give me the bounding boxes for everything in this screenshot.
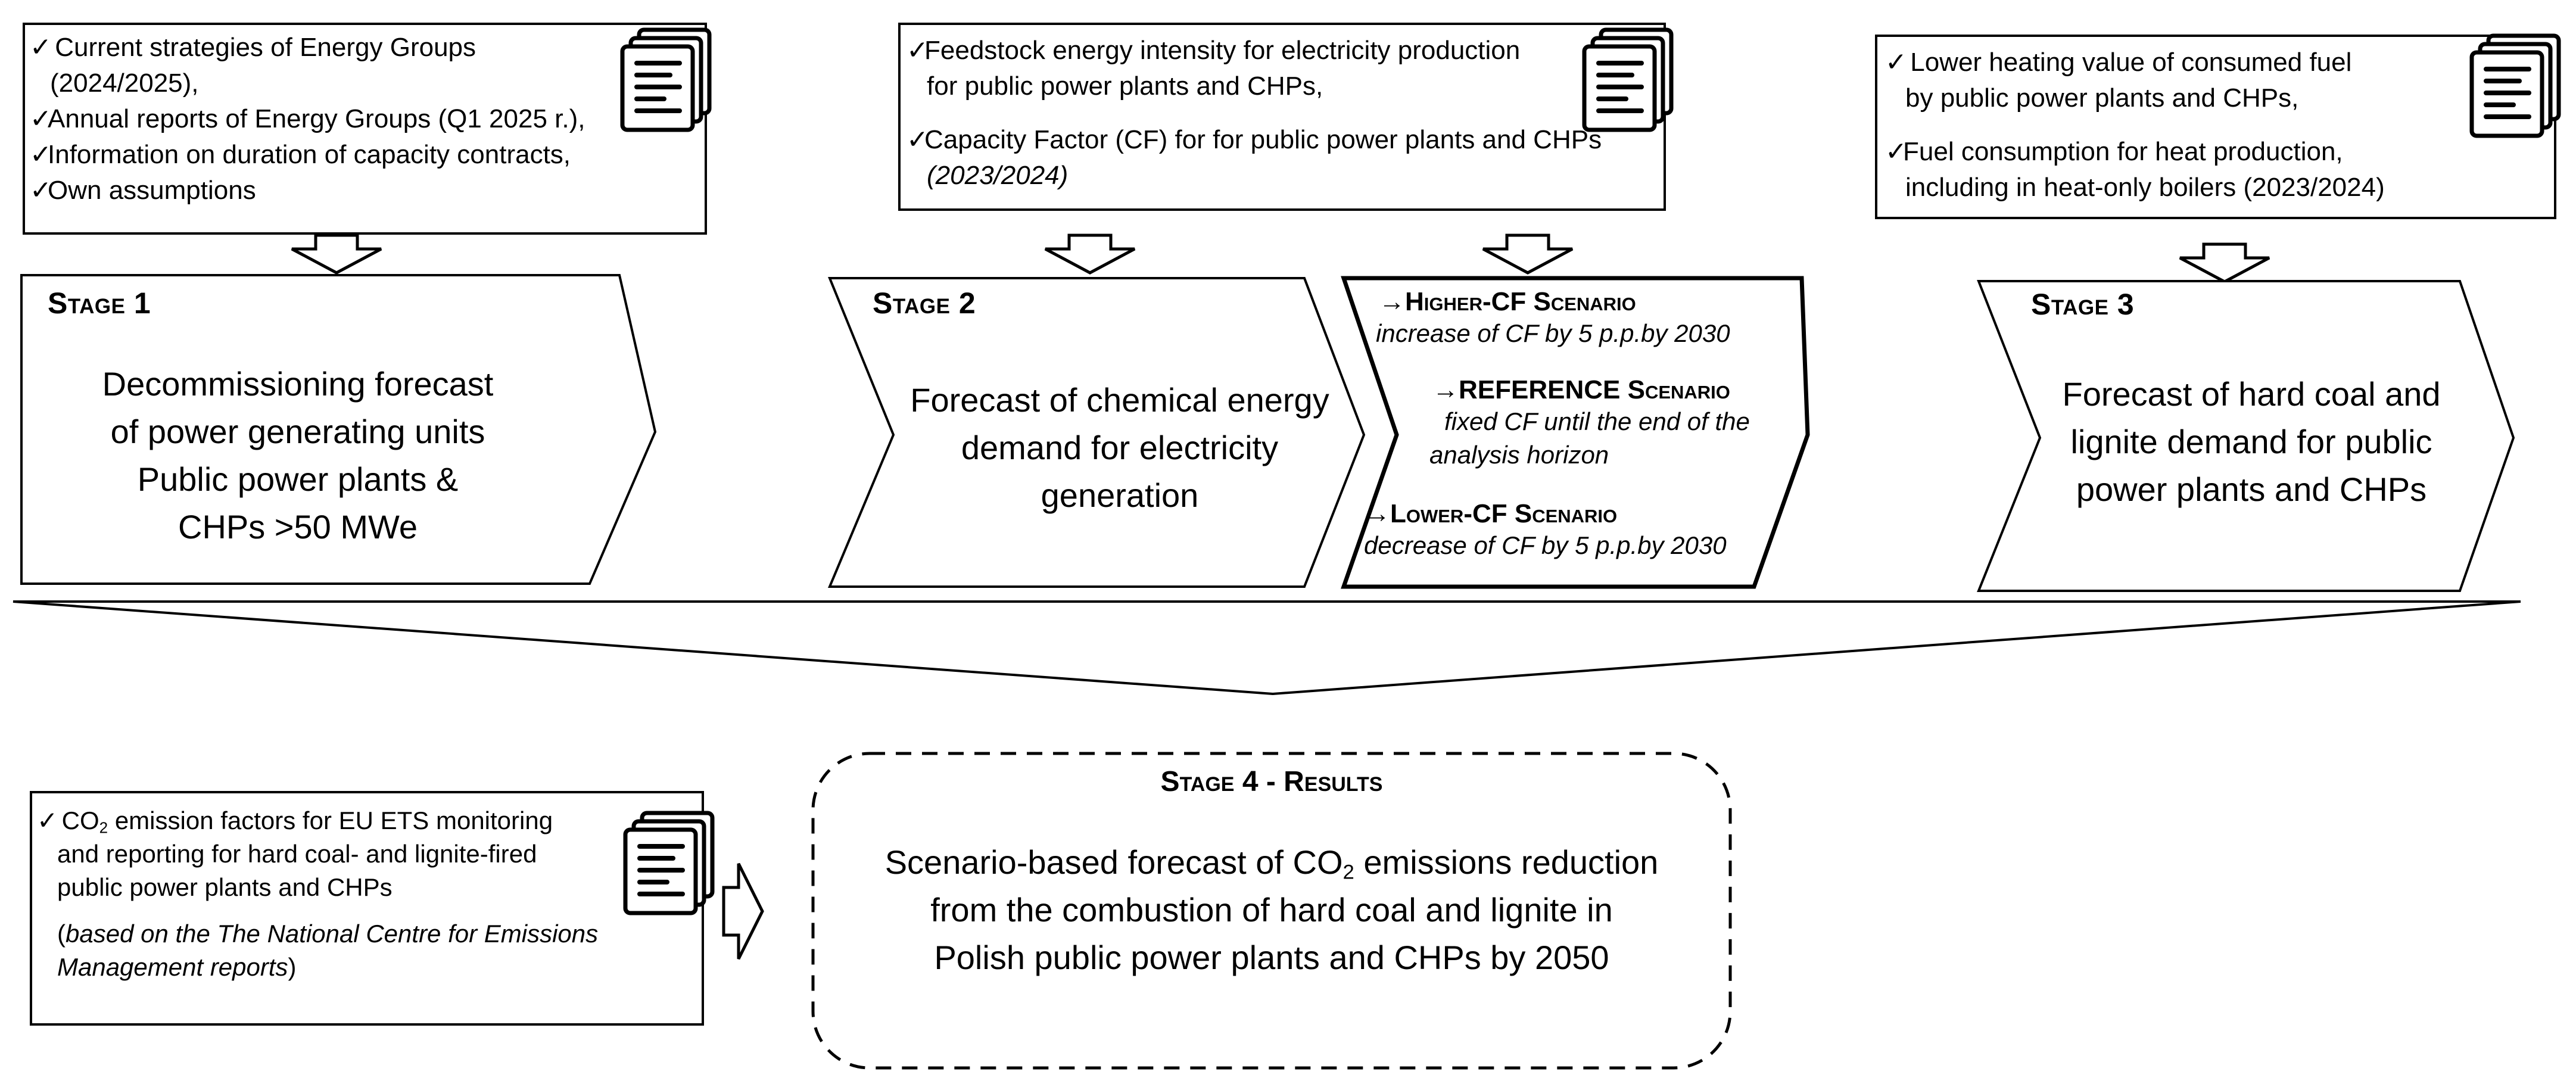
- stage1-chevron: [20, 274, 657, 585]
- source-list-stage1: ✓ Current strategies of Energy Groups (2…: [30, 30, 585, 208]
- source-item: ✓Fuel consumption for heat production,: [1885, 137, 2343, 166]
- source-note-cont: Management reports): [57, 953, 297, 981]
- right-arrow-icon: [722, 862, 764, 960]
- source-box-stage1: [23, 23, 707, 235]
- source-item: ✓ Current strategies of Energy Groups: [30, 33, 476, 62]
- document-stack-icon: [623, 811, 715, 915]
- source-item: ✓Own assumptions: [30, 176, 256, 205]
- down-arrow-icon: [2179, 242, 2270, 284]
- results-description: Scenario-based forecast of CO2 emissions…: [884, 843, 1659, 976]
- source-item-cont: (2024/2025),: [50, 68, 199, 98]
- scenario-reference: →REFERENCE Scenario fixed CF until the e…: [1429, 375, 1750, 469]
- source-item: ✓Annual reports of Energy Groups (Q1 202…: [30, 104, 585, 133]
- source-list-stage3: ✓ Lower heating value of consumed fuel b…: [1885, 45, 2385, 205]
- right-arrow-icon: →: [1432, 375, 1459, 404]
- source-item-cont: including in heat-only boilers (2023/202…: [1905, 173, 2385, 202]
- source-item-cont: for public power plants and CHPs,: [927, 71, 1323, 101]
- stage2-title: Stage 2: [873, 286, 976, 320]
- document-stack-icon: [2469, 33, 2561, 138]
- source-list-stage4: ✓ CO2 emission factors for EU ETS monito…: [37, 804, 598, 984]
- source-item-cont: public power plants and CHPs: [57, 873, 393, 901]
- source-note: (based on the The National Centre for Em…: [57, 920, 599, 948]
- stage3-title: Stage 3: [2031, 288, 2135, 321]
- results-box: [811, 752, 1732, 1070]
- down-arrow-icon: [291, 233, 382, 275]
- funnel-arrow-icon: [13, 600, 2521, 696]
- stage2-description: Forecast of chemical energy demand for e…: [910, 381, 1329, 514]
- source-box-stage4: [30, 791, 704, 1026]
- source-item: ✓Feedstock energy intensity for electric…: [907, 36, 1521, 65]
- right-arrow-icon: →: [1364, 499, 1390, 528]
- source-item: ✓ CO2 emission factors for EU ETS monito…: [37, 806, 553, 837]
- down-arrow-icon: [1044, 233, 1136, 275]
- source-list-stage2: ✓Feedstock energy intensity for electric…: [907, 33, 1602, 194]
- source-item-cont: and reporting for hard coal- and lignite…: [57, 840, 537, 868]
- stage1-description: Decommissioning forecast of power genera…: [102, 365, 494, 546]
- down-arrow-icon: [1482, 233, 1574, 275]
- right-arrow-icon: →: [1379, 287, 1405, 316]
- source-item-cont: (2023/2024): [927, 161, 1069, 190]
- results-title: Stage 4 - Results: [1160, 766, 1383, 798]
- source-item-cont: by public power plants and CHPs,: [1905, 83, 2299, 113]
- document-stack-icon: [620, 27, 712, 132]
- scenario-higher-cf: →Higher-CF Scenario increase of CF by 5 …: [1376, 287, 1730, 347]
- source-item: ✓Capacity Factor (CF) for for public pow…: [907, 125, 1602, 154]
- document-stack-icon: [1582, 27, 1674, 132]
- scenario-lower-cf: →Lower-CF Scenario decrease of CF by 5 p…: [1364, 499, 1727, 559]
- source-box-stage2: [898, 23, 1666, 211]
- source-item: ✓Information on duration of capacity con…: [30, 140, 571, 169]
- stage3-chevron: [1977, 280, 2515, 592]
- stage1-title: Stage 1: [48, 286, 151, 320]
- scenario-chevron: [1341, 276, 1810, 589]
- source-box-stage3: [1875, 35, 2556, 219]
- stage3-description: Forecast of hard coal and lignite demand…: [2062, 375, 2441, 508]
- source-item: ✓ Lower heating value of consumed fuel: [1885, 48, 2352, 77]
- stage2-chevron: [827, 277, 1366, 588]
